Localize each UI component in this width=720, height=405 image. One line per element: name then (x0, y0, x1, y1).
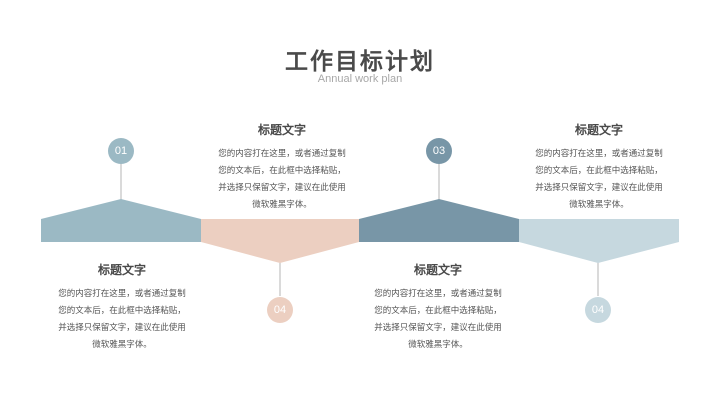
block-line: 您的内容打在这里，或者通过复制 (535, 149, 663, 159)
block-line: 您的文本后，在此框中选择粘贴， (374, 306, 502, 316)
block-line: 微软雅黑字体。 (408, 340, 468, 350)
block-heading: 标题文字 (257, 123, 306, 137)
block-line: 并选择只保留文字，建议在此使用 (218, 183, 346, 193)
text-block-2: 标题文字 您的内容打在这里，或者通过复制 您的文本后，在此框中选择粘贴， 并选择… (197, 121, 367, 214)
block-line: 您的内容打在这里，或者通过复制 (58, 289, 186, 299)
timeline-segment-4 (519, 219, 679, 263)
block-line: 并选择只保留文字，建议在此使用 (535, 183, 663, 193)
text-block-3: 标题文字 您的内容打在这里，或者通过复制 您的文本后，在此框中选择粘贴， 并选择… (353, 261, 523, 354)
block-line: 并选择只保留文字，建议在此使用 (374, 323, 502, 333)
text-block-4: 标题文字 您的内容打在这里，或者通过复制 您的文本后，在此框中选择粘贴， 并选择… (514, 121, 684, 214)
block-heading: 标题文字 (574, 123, 623, 137)
text-block-1: 标题文字 您的内容打在这里，或者通过复制 您的文本后，在此框中选择粘贴， 并选择… (37, 261, 207, 354)
timeline-segment-2 (201, 219, 359, 263)
block-line: 微软雅黑字体。 (569, 200, 629, 210)
step-badge-1: 01 (108, 138, 134, 164)
block-line: 并选择只保留文字，建议在此使用 (58, 323, 186, 333)
timeline-segment-3 (359, 199, 519, 242)
block-heading: 标题文字 (97, 263, 146, 277)
timeline-segment-1 (41, 199, 201, 242)
block-line: 您的内容打在这里，或者通过复制 (218, 149, 346, 159)
block-line: 您的文本后，在此框中选择粘贴， (218, 166, 346, 176)
block-line: 您的文本后，在此框中选择粘贴， (58, 306, 186, 316)
page-title: 工作目标计划 (285, 49, 435, 75)
block-line: 您的文本后，在此框中选择粘贴， (535, 166, 663, 176)
block-line: 微软雅黑字体。 (252, 200, 312, 210)
step-badge-2: 04 (267, 297, 293, 323)
step-badge-3: 03 (426, 138, 452, 164)
block-line: 您的内容打在这里，或者通过复制 (374, 289, 502, 299)
step-badge-4: 04 (585, 297, 611, 323)
block-heading: 标题文字 (413, 263, 462, 277)
block-line: 微软雅黑字体。 (92, 340, 152, 350)
page-subtitle: Annual work plan (317, 73, 403, 85)
